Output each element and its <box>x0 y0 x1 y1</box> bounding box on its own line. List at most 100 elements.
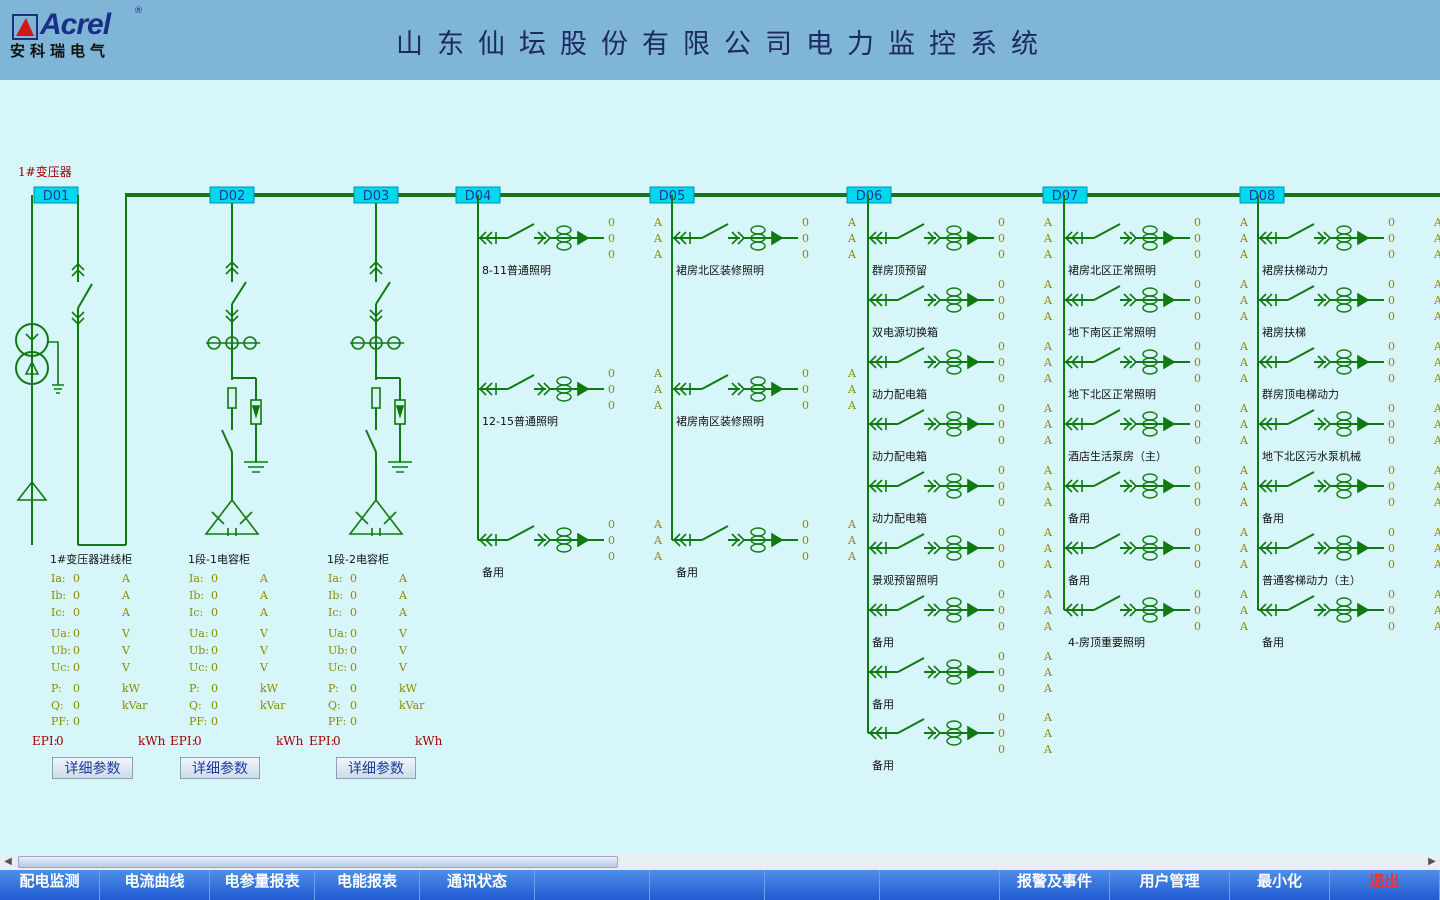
measure-value: 0 <box>350 644 357 657</box>
feeder-disconnect-icon <box>478 382 493 396</box>
feeder-arrow-icon <box>1163 602 1176 618</box>
detail-params-button[interactable]: 详细参数 <box>336 757 416 779</box>
feeder-breaker-blade <box>1093 347 1121 363</box>
feeder-ct-icon <box>946 411 962 421</box>
epi-value: 0 <box>56 734 64 748</box>
feeder-disconnect-icon <box>868 231 883 245</box>
feeder-unit-b: A <box>1239 232 1249 245</box>
feeder-current-b: 0 <box>998 666 1005 679</box>
feeder-disconnect-icon <box>1064 541 1079 555</box>
feeder-unit-b: A <box>1043 294 1053 307</box>
feeder-unit-b: A <box>1433 604 1440 617</box>
feeder-current-b: 0 <box>998 604 1005 617</box>
measure-label: Ua: <box>328 627 348 640</box>
taskbar-button-12[interactable]: 退出 <box>1330 870 1440 900</box>
wye-symbol <box>25 333 39 348</box>
feeder-unit-c: A <box>1239 620 1249 633</box>
feeder-ct-icon <box>1142 613 1158 623</box>
taskbar-button-2[interactable]: 电参量报表 <box>210 870 315 900</box>
feeder-ct-icon <box>1336 613 1352 623</box>
taskbar-empty-slot <box>650 870 765 900</box>
feeder-current-c: 0 <box>998 372 1005 385</box>
feeder-ct-icon <box>1336 349 1352 359</box>
feeder-current-c: 0 <box>1194 434 1201 447</box>
taskbar-button-1[interactable]: 电流曲线 <box>100 870 210 900</box>
feeder-name: 8-11普通照明 <box>482 263 551 277</box>
feeder-breaker-blade <box>1093 223 1121 239</box>
feeder-breaker-blade <box>507 374 535 390</box>
feeder-name: 动力配电箱 <box>872 387 927 401</box>
bay-tag-label: D03 <box>363 189 390 204</box>
taskbar-button-4[interactable]: 通讯状态 <box>420 870 535 900</box>
feeder-ct-icon <box>1142 349 1158 359</box>
feeder-current-c: 0 <box>998 682 1005 695</box>
feeder-breaker-blade <box>1287 285 1315 301</box>
measure-value: 0 <box>73 644 80 657</box>
feeder-unit-b: A <box>1433 418 1440 431</box>
feeder-name: 备用 <box>1262 511 1284 525</box>
feeder-current-a: 0 <box>608 518 615 531</box>
measure-label: Ua: <box>51 627 71 640</box>
feeder-current-b: 0 <box>1388 232 1395 245</box>
taskbar-button-3[interactable]: 电能报表 <box>315 870 420 900</box>
feeder-ct-icon <box>946 287 962 297</box>
system-title: 山东仙坛股份有限公司电力监控系统 <box>396 29 1052 60</box>
feeder-breaker-blade <box>897 347 925 363</box>
measure-unit: kW <box>399 682 418 695</box>
capacitor-bay-1 <box>204 203 268 536</box>
feeder-unit-b: A <box>1043 727 1053 740</box>
feeder-ct-icon <box>1336 411 1352 421</box>
feeder-name: 12-15普通照明 <box>482 414 558 428</box>
feeder-breaker-blade <box>1287 223 1315 239</box>
arrester-icon <box>16 480 48 501</box>
taskbar-empty-slot <box>880 870 1000 900</box>
feeder-disconnect-icon <box>1258 293 1273 307</box>
feeder-unit-b: A <box>847 383 857 396</box>
measure-value: 0 <box>211 661 218 674</box>
cap-breaker-blade <box>375 281 391 305</box>
feeder-disconnect-icon <box>868 665 883 679</box>
transformer-winding-delta <box>15 351 49 385</box>
feeder-current-a: 0 <box>1388 278 1395 291</box>
feeder-name: 备用 <box>1262 635 1284 649</box>
feeder-current-a: 0 <box>998 278 1005 291</box>
delta-symbol <box>24 360 40 375</box>
taskbar-button-10[interactable]: 用户管理 <box>1110 870 1230 900</box>
scroll-left-icon[interactable]: ◀ <box>4 856 12 867</box>
feeder-current-b: 0 <box>1194 604 1201 617</box>
feeder-current-a: 0 <box>1194 216 1201 229</box>
feeder-arrow-icon <box>1357 416 1370 432</box>
taskbar-button-11[interactable]: 最小化 <box>1230 870 1330 900</box>
feeder-unit-c: A <box>847 550 857 563</box>
detail-params-button[interactable]: 详细参数 <box>180 757 260 779</box>
feeder-arrow-icon <box>967 292 980 308</box>
horizontal-scrollbar[interactable]: ◀ ▶ <box>0 854 1440 870</box>
feeder-breaker-blade <box>897 657 925 673</box>
feeder-current-b: 0 <box>1194 542 1201 555</box>
taskbar-button-0[interactable]: 配电监测 <box>0 870 100 900</box>
cap-disconnect-icon <box>225 260 239 275</box>
feeder-unit-c: A <box>1433 434 1440 447</box>
scroll-right-icon[interactable]: ▶ <box>1428 856 1436 867</box>
feeder-current-b: 0 <box>608 534 615 547</box>
feeder-current-a: 0 <box>1194 588 1201 601</box>
feeder-unit-c: A <box>1043 558 1053 571</box>
feeder-breaker-blade <box>897 223 925 239</box>
feeder-arrow-icon <box>577 532 590 548</box>
feeder-current-c: 0 <box>1194 620 1201 633</box>
feeder-arrow-icon <box>967 230 980 246</box>
scroll-thumb[interactable] <box>18 856 618 868</box>
detail-params-button[interactable]: 详细参数 <box>52 757 133 779</box>
taskbar-button-9[interactable]: 报警及事件 <box>1000 870 1110 900</box>
feeder-unit-a: A <box>1239 278 1249 291</box>
